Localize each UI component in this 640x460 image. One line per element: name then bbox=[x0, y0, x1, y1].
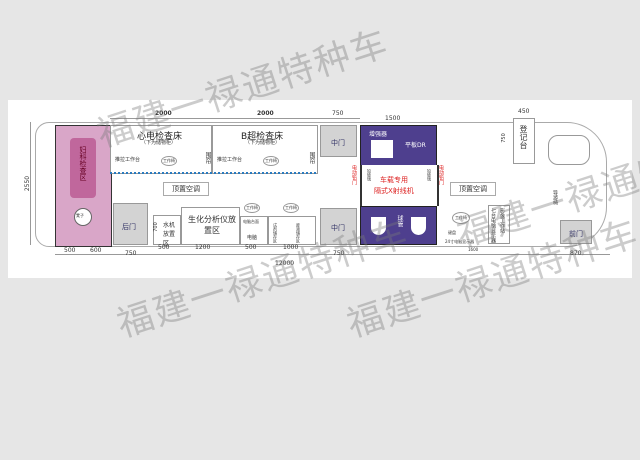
bio-analyzer-area: 生化分析仪放置区 bbox=[181, 207, 240, 245]
gyn-exam-area: 妇科检查区 凳子 bbox=[55, 125, 112, 247]
xray-room-bottom: 球管 bbox=[360, 206, 437, 245]
pc-desk: 电脑台面 电脑 bbox=[240, 216, 268, 245]
mid-door-top[interactable]: 中门 bbox=[320, 125, 357, 157]
xray-room-top: 增强器 平板DR bbox=[360, 125, 437, 167]
water-area: 水机放置区 bbox=[153, 215, 181, 247]
mid-door-bottom[interactable]: 中门 bbox=[320, 208, 357, 245]
xray-machine: 车载专用 隔式X射线机 铅玻璃 铅玻璃 bbox=[360, 165, 439, 206]
steering-seat bbox=[548, 135, 590, 165]
bus-bed: B超检查床 （下为储物柜） 推拉工作台 工作椅 围帘 bbox=[212, 125, 318, 174]
dim-750: 750 bbox=[332, 110, 344, 117]
register-desk: 登记台 bbox=[513, 118, 535, 164]
ecg-bed: 心电检查床 （下为储物柜） 推拉工作台 工作椅 围帘 bbox=[110, 125, 212, 174]
bus-outline bbox=[35, 122, 607, 247]
dim-450: 450 bbox=[518, 108, 530, 115]
ac-left: 顶置空调 bbox=[163, 182, 209, 196]
dim-1500: 1500 bbox=[385, 115, 401, 122]
front-door[interactable]: 前门 bbox=[560, 220, 592, 244]
reagent-storage: 试剂储存区 废液储存区 bbox=[268, 216, 316, 245]
ac-right: 顶置空调 bbox=[450, 182, 496, 196]
dim-2000-b: 2000 bbox=[257, 110, 274, 117]
imaging-station: 七台电脑显示器 影像工作站 bbox=[488, 205, 510, 244]
dim-2000-a: 2000 bbox=[155, 110, 172, 117]
rear-door[interactable]: 后门 bbox=[113, 203, 148, 245]
elec-door-right[interactable]: 电动铅门 bbox=[438, 165, 444, 185]
elec-door-left[interactable]: 电动铅门 bbox=[351, 165, 357, 185]
